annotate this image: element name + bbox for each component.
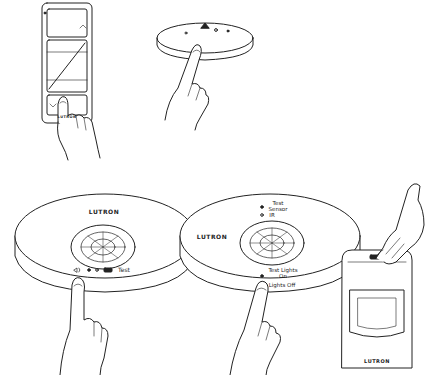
wall-sensor <box>342 250 412 368</box>
button-label: Lights Off <box>269 282 295 288</box>
hand <box>58 97 101 160</box>
brand-mark: LUTRON <box>197 234 227 241</box>
ceiling-sensor <box>15 194 195 292</box>
indicator-label: IR <box>269 212 274 218</box>
button-label: Test <box>118 267 130 274</box>
brand-mark: LUTRON <box>58 116 77 120</box>
brand-mark: LUTRON <box>364 359 390 365</box>
brand-mark: LUTRON <box>89 209 119 216</box>
button-label: Test Lights On <box>266 267 300 279</box>
hand <box>60 278 108 375</box>
round-sensor <box>157 23 253 60</box>
hand <box>165 45 209 130</box>
ceiling-sensor <box>180 194 360 292</box>
button-label: Test Sensor <box>263 200 293 212</box>
hand <box>230 281 281 375</box>
hand <box>376 184 424 264</box>
